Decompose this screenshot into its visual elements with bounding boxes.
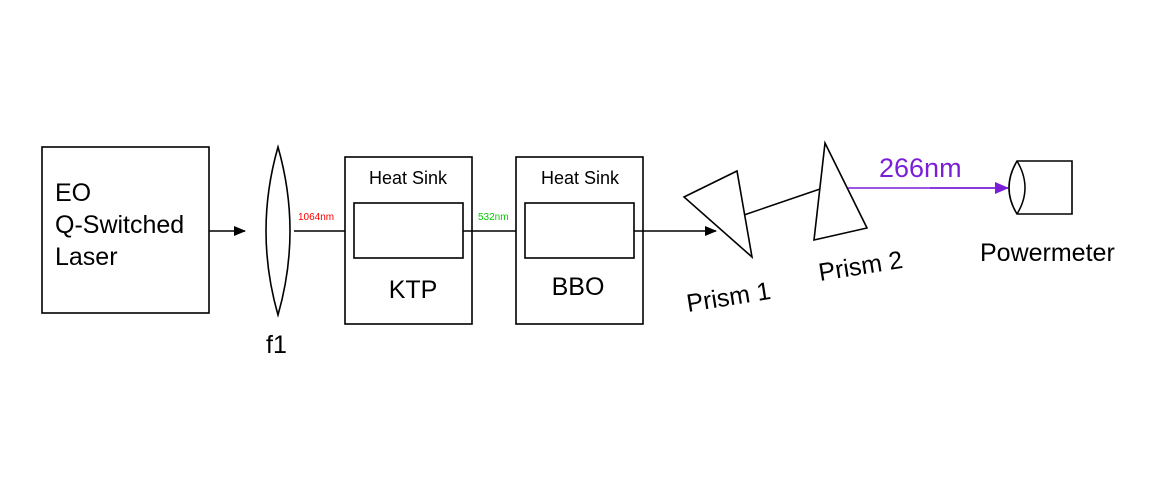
laser-label-line-3: Laser [55,243,118,271]
bbo-crystal [524,202,635,259]
wavelength-266-label: 266nm [879,153,962,183]
powermeter-label: Powermeter [980,239,1115,267]
beam-prism1-to-prism2 [743,188,821,216]
bbo-block: Heat Sink BBO [515,156,644,325]
powermeter: Powermeter [980,160,1115,267]
ktp-crystal [353,202,464,259]
laser-box [41,146,210,314]
prism-1-label: Prism 1 [685,277,773,318]
lens-shape [265,144,291,318]
laser-label-line-2: Q-Switched [55,211,184,239]
prism-2-shape [813,140,869,242]
ktp-heat-sink-label: Heat Sink [369,168,448,188]
lens-label: f1 [266,331,287,359]
bbo-crystal-label: BBO [552,273,605,301]
prism-1: Prism 1 [682,169,773,318]
prism-1-shape [682,169,754,260]
powermeter-body [1008,160,1073,215]
powermeter-window [1016,160,1026,215]
bbo-heat-sink-label: Heat Sink [541,168,620,188]
laser-block: EO Q-Switched Laser [41,146,210,314]
ktp-block: Heat Sink KTP [344,156,473,325]
laser-label-line-1: EO [55,179,91,207]
lens-f1: f1 [265,144,291,359]
wavelength-1064-label: 1064nm [298,212,334,223]
wavelength-532-label: 532nm [478,212,509,223]
prism-2-label: Prism 2 [817,246,905,287]
ktp-crystal-label: KTP [389,276,438,304]
